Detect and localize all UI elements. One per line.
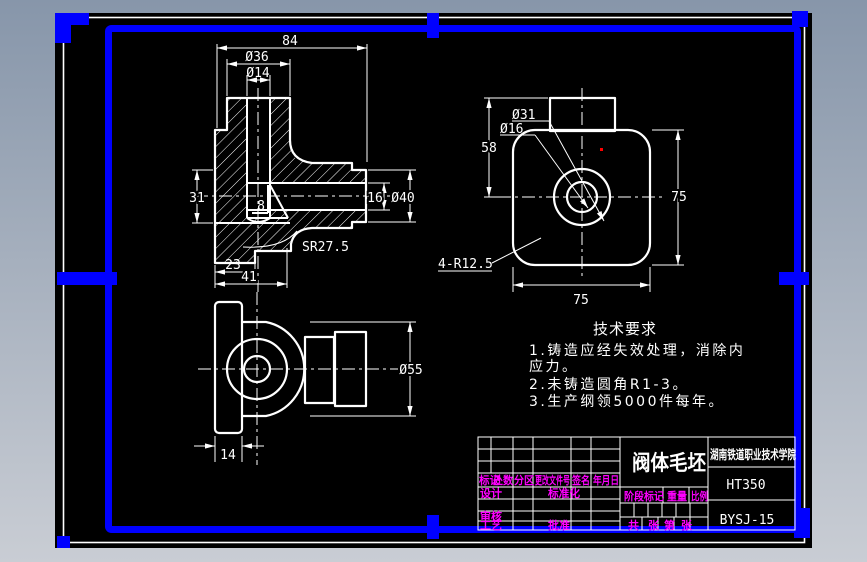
dim-sr27-5: SR27.5 [302, 240, 349, 255]
tech-req-line-4: 3.生产纲领5000件每年。 [529, 394, 725, 410]
tb-label-stage-mark: 阶段标记 [624, 489, 664, 503]
dim-31: 31 [189, 191, 205, 206]
tb-label-approve: 批准 [548, 518, 570, 532]
dim-8: 8 [257, 199, 265, 214]
tech-req-line-3: 2.未铸造圆角R1-3。 [529, 377, 689, 393]
side-view: Ø55 14 [194, 292, 425, 465]
dim-dia36: Ø36 [245, 50, 268, 65]
grip-top-middle[interactable] [427, 13, 439, 38]
tb-label-change-file: 更改文件号 [535, 473, 570, 487]
grip-top-left-v[interactable] [55, 13, 71, 43]
dim-4-r12-5: 4-R12.5 [438, 257, 493, 272]
dim-16: 16 [367, 191, 383, 206]
tech-req-line-2: 应力。 [529, 358, 579, 375]
tb-label-sheet2: 张 [681, 518, 693, 532]
front-section-view: 84 Ø36 Ø14 31 8 16 Ø40 SR27.5 23 41 [187, 34, 417, 292]
tb-label-process: 工艺 [480, 518, 502, 532]
grip-bottom-middle[interactable] [427, 515, 439, 539]
dim-dia14: Ø14 [246, 66, 270, 81]
selection-grips[interactable] [55, 11, 810, 548]
dim-41: 41 [241, 270, 257, 285]
tb-label-scale: 比例 [691, 489, 708, 503]
technical-requirements: 技术要求 1.铸造应经失效处理，消除内 应力。 2.未铸造圆角R1-3。 3.生… [529, 320, 745, 410]
front-dimensions: 84 Ø36 Ø14 31 8 16 Ø40 SR27.5 23 41 [187, 34, 417, 288]
tb-label-audit: 审核 [480, 509, 502, 523]
red-artifact-dot [600, 148, 603, 151]
side-dimensions: Ø55 14 [194, 321, 425, 463]
dim-75-bottom: 75 [573, 293, 589, 308]
grip-bottom-left[interactable] [57, 536, 70, 548]
dim-23: 23 [225, 258, 241, 273]
dim-75-right: 75 [671, 190, 687, 205]
tb-label-design: 设计 [480, 486, 502, 500]
tech-req-title: 技术要求 [593, 320, 657, 338]
tb-label-sheet: 张 [648, 518, 660, 532]
dim-dia55: Ø55 [399, 363, 422, 378]
tb-material: HT350 [726, 478, 765, 493]
tb-organization: 湖南铁道职业技术学院 [710, 447, 796, 462]
tb-label-weight: 重量 [667, 489, 687, 503]
dim-dia16: Ø16 [500, 122, 523, 137]
grip-right-middle[interactable] [779, 272, 809, 285]
title-block: 标记 处数 分区 更改文件号 签名 年月日 设计 标准化 审核 工艺 批准 阶段… [477, 436, 796, 532]
tech-req-line-1: 1.铸造应经失效处理，消除内 [529, 342, 745, 359]
grip-bottom-right[interactable] [794, 508, 810, 538]
tb-label-zone: 分区 [514, 473, 534, 487]
tb-label-date: 年月日 [593, 473, 619, 487]
dim-14: 14 [220, 448, 236, 463]
tb-label-qty: 处数 [492, 473, 514, 487]
tb-drawing-number: BYSJ-15 [720, 513, 775, 528]
grip-top-right[interactable] [792, 11, 808, 27]
grip-left-middle[interactable] [57, 272, 117, 285]
dim-dia31: Ø31 [512, 108, 535, 123]
tb-label-total: 共 [628, 518, 639, 532]
tb-part-name: 阀体毛坯 [632, 451, 706, 475]
tb-label-page: 第 [664, 518, 675, 532]
dim-84: 84 [282, 34, 298, 49]
tb-label-mark: 标记 [478, 473, 500, 487]
dim-58: 58 [481, 141, 497, 156]
tb-label-signature: 签名 [571, 473, 590, 487]
dim-dia40: Ø40 [391, 191, 414, 206]
top-view: 58 75 75 Ø31 Ø16 4-R12.5 [438, 88, 689, 308]
top-dimensions: 58 75 75 Ø31 Ø16 4-R12.5 [438, 97, 689, 308]
tb-label-standardize: 标准化 [547, 486, 580, 500]
drawing-canvas[interactable] [55, 13, 812, 548]
title-block-labels: 标记 处数 分区 更改文件号 签名 年月日 设计 标准化 审核 工艺 批准 阶段… [478, 473, 708, 532]
